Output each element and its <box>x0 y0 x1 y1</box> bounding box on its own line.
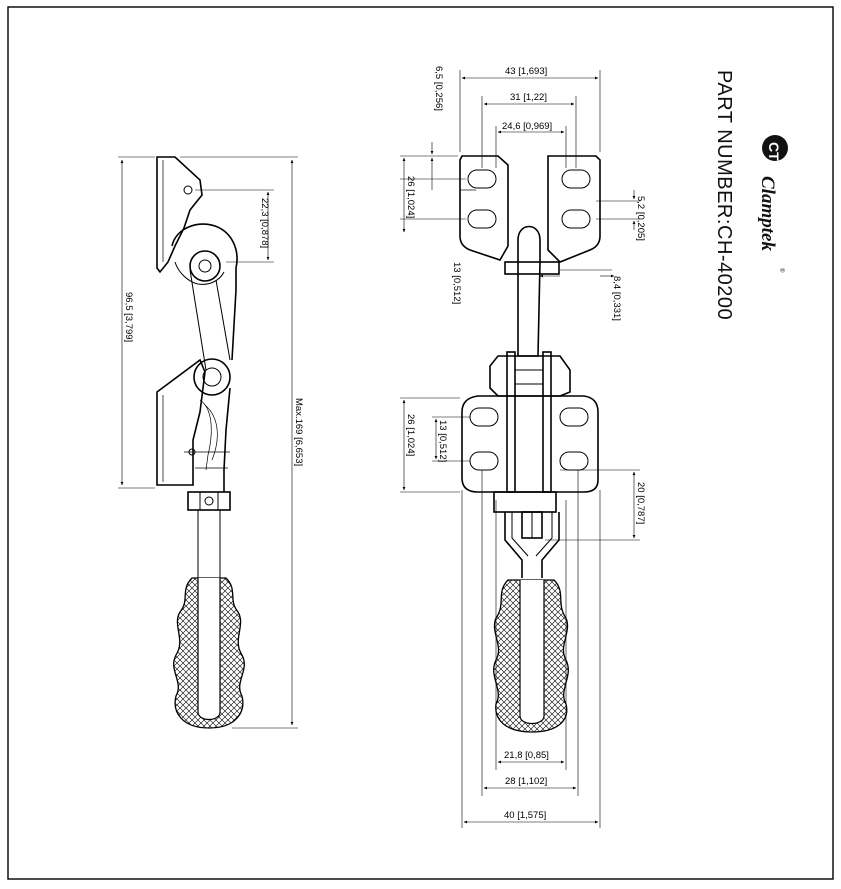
dim-top-hole-span: 31 [1,22] <box>510 92 547 103</box>
logo-mark <box>762 135 788 161</box>
base-slot-3 <box>559 407 589 427</box>
side-handle-core <box>197 578 221 721</box>
front-view: 43 [1,693] 31 [1,22] 24,6 [0,969] 6,5 [0… <box>400 66 646 828</box>
dim-pivot-offset: 22,3 [0,878] <box>259 198 270 248</box>
front-handle-core <box>519 580 545 725</box>
side-view: 96,5 [3,799] 22,3 [0,878] Max.169 [6,653… <box>118 156 304 729</box>
front-collar <box>493 491 557 513</box>
part-number-label: PART NUMBER: <box>713 70 735 225</box>
dim-rod-width: 13 [0,512] <box>451 262 462 304</box>
top-slot-2 <box>467 209 497 229</box>
top-slot-1 <box>467 169 497 189</box>
dim-base-hole-pitch: 26 [1,024] <box>405 414 416 456</box>
dim-top-inner-width: 24,6 [0,969] <box>502 121 552 132</box>
registered-mark: ® <box>778 268 785 273</box>
top-slot-4 <box>561 209 591 229</box>
lower-bracket <box>156 358 206 486</box>
dim-overall-width: 40 [1,575] <box>504 810 546 821</box>
top-plate-left <box>459 155 509 261</box>
lower-pivot-outer <box>193 358 231 396</box>
side-collar <box>187 491 231 511</box>
brand-name: Clamptek <box>757 176 778 251</box>
top-bracket-hole <box>183 185 193 195</box>
base-slot-2 <box>469 451 499 471</box>
dim-base-slot-length: 13 [0,512] <box>437 420 448 462</box>
base-slot-4 <box>559 451 589 471</box>
base-plate <box>461 395 599 493</box>
clamptek-logo: CT Clamptek ® <box>757 135 788 273</box>
dim-grip-width: 21,8 [0,85] <box>504 750 549 761</box>
logo-letters: CT <box>766 142 782 161</box>
dim-mid-width: 28 [1,102] <box>505 776 547 787</box>
base-slot-1 <box>469 407 499 427</box>
dim-overall-height: 96,5 [3,799] <box>123 292 134 342</box>
pivot-block <box>489 355 571 397</box>
dim-max-reach: Max.169 [6,653] <box>293 398 304 466</box>
top-plate-right <box>547 155 601 263</box>
yoke <box>504 512 560 578</box>
upper-pivot-outer <box>189 250 221 282</box>
dim-top-hole-pitch: 26 [1,024] <box>405 176 416 218</box>
lower-pivot-pin <box>202 367 222 387</box>
dim-top-width: 43 [1,693] <box>505 66 547 77</box>
upper-link <box>171 223 238 361</box>
drawing-border <box>7 6 834 880</box>
dim-top-slot-length: 8,4 [0,331] <box>611 276 622 321</box>
top-bracket <box>156 156 203 274</box>
hook-rod <box>517 225 541 357</box>
top-slot-3 <box>561 169 591 189</box>
upper-pivot-pin <box>198 259 212 273</box>
dim-yoke-height: 20 [0,787] <box>635 482 646 524</box>
title-block: PART NUMBER: CH-40200 CT Clamptek ® <box>713 70 788 320</box>
part-number: CH-40200 <box>713 225 735 320</box>
dim-top-slot-width: 5,2 [0,205] <box>635 196 646 241</box>
dim-top-edge-offset: 6,5 [0,256] <box>433 66 444 111</box>
